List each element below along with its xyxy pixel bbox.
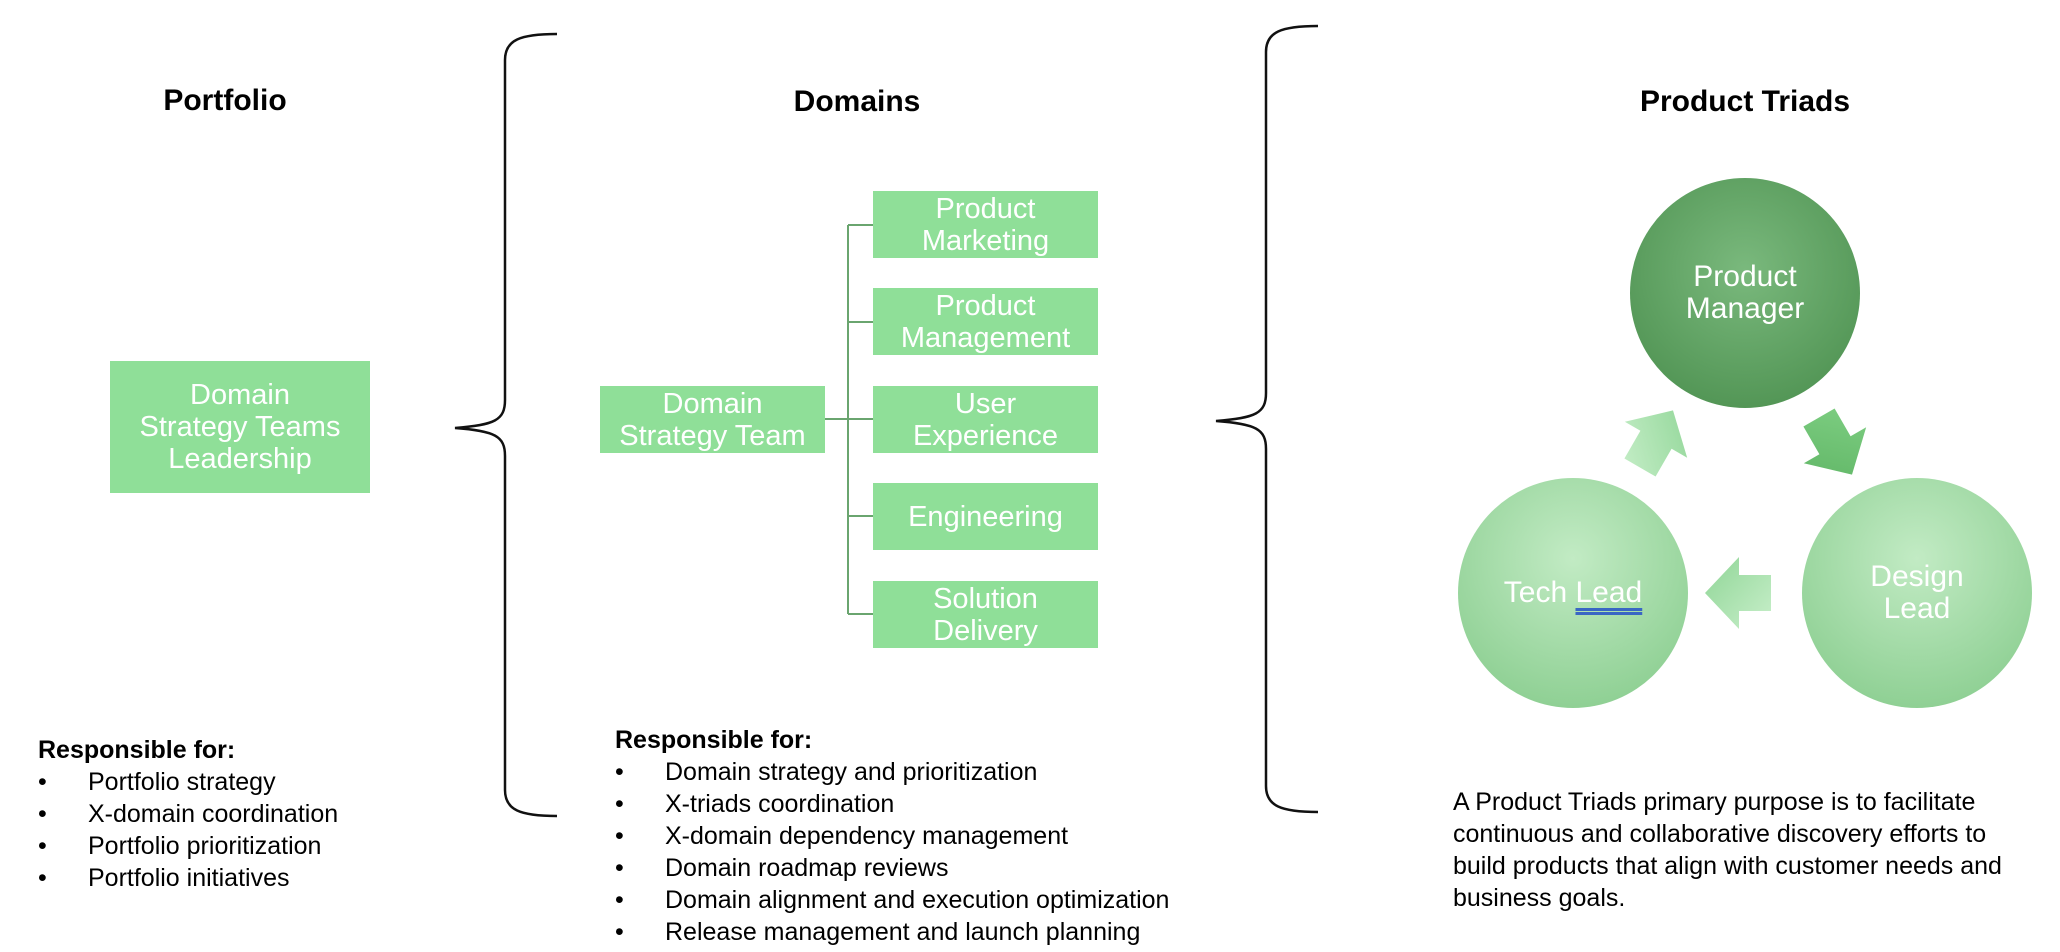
domain-tree-connectors [825, 224, 873, 615]
list-item: Portfolio strategy [38, 766, 338, 798]
tech-lead-label-prefix: Tech [1503, 576, 1576, 609]
domain-strategy-teams-leadership-box: Domain Strategy Teams Leadership [110, 361, 370, 493]
list-item: Domain alignment and execution optimizat… [615, 884, 1169, 916]
product-marketing-box: Product Marketing [873, 191, 1098, 258]
portfolio-responsibilities-title: Responsible for: [38, 736, 236, 764]
domains-responsibilities-list: Domain strategy and prioritization X-tri… [615, 756, 1169, 948]
list-item: Portfolio initiatives [38, 862, 338, 894]
product-triads-heading: Product Triads [1639, 85, 1851, 118]
tech-lead-label: Tech Lead [1504, 577, 1642, 609]
domain-strategy-team-box: Domain Strategy Team [600, 386, 825, 453]
product-manager-circle [1630, 178, 1860, 408]
left-curly-brace [454, 32, 558, 818]
user-experience-box: User Experience [873, 386, 1098, 453]
list-item: X-triads coordination [615, 788, 1169, 820]
engineering-box: Engineering [873, 483, 1098, 550]
list-item: Release management and launch planning [615, 916, 1169, 948]
product-manager-label: Product Manager [1685, 260, 1805, 325]
portfolio-responsibilities-list: Portfolio strategy X-domain coordination… [38, 766, 338, 894]
arrow-to-tech-lead [1705, 557, 1771, 629]
tech-lead-circle [1458, 478, 1688, 708]
product-management-box: Product Management [873, 288, 1098, 355]
right-curly-brace [1215, 24, 1319, 814]
portfolio-responsibilities: Responsible for: Portfolio strategy X-do… [38, 734, 338, 894]
list-item: Domain strategy and prioritization [615, 756, 1169, 788]
arrow-to-product-manager [1624, 410, 1688, 477]
solution-delivery-box: Solution Delivery [873, 581, 1098, 648]
domains-responsibilities: Responsible for: Domain strategy and pri… [615, 724, 1169, 948]
list-item: Domain roadmap reviews [615, 852, 1169, 884]
list-item: X-domain coordination [38, 798, 338, 830]
domains-heading: Domains [793, 85, 921, 118]
tech-lead-label-lead: Lead [1575, 576, 1643, 609]
portfolio-heading: Portfolio [163, 84, 287, 117]
list-item: X-domain dependency management [615, 820, 1169, 852]
domains-responsibilities-title: Responsible for: [615, 726, 813, 754]
product-triads-description: A Product Triads primary purpose is to f… [1453, 788, 2002, 912]
design-lead-label: Design Lead [1870, 560, 1964, 625]
list-item: Portfolio prioritization [38, 830, 338, 862]
arrow-to-design-lead [1803, 408, 1867, 475]
design-lead-circle [1802, 478, 2032, 708]
